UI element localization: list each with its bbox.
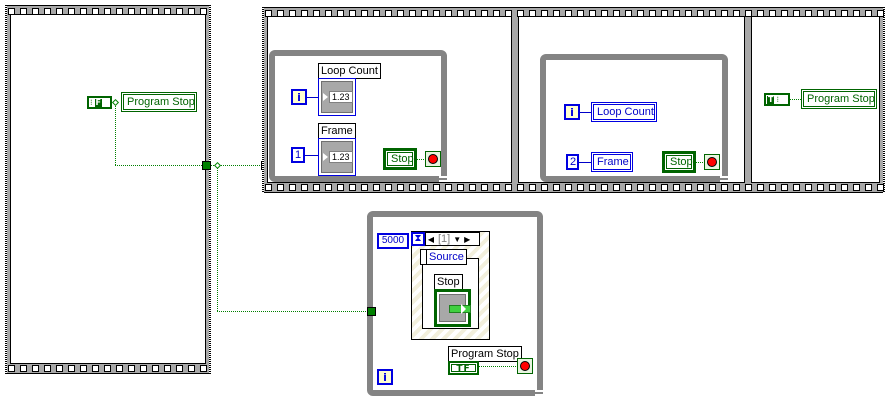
program-stop-local-variable[interactable]: Program Stop — [801, 89, 877, 109]
sequence-tunnel — [202, 161, 211, 170]
iteration-terminal: i — [564, 104, 580, 120]
numeric-wire — [579, 162, 591, 163]
frame-label: Frame — [318, 123, 356, 139]
frame-indicator[interactable]: 1.23 — [318, 138, 356, 176]
frame-local-variable[interactable]: Frame — [591, 152, 633, 172]
loop-stop-terminal[interactable] — [704, 154, 720, 170]
boolean-wire — [115, 106, 116, 165]
boolean-wire — [479, 366, 517, 367]
boolean-wire — [417, 159, 425, 160]
loop-tunnel — [367, 307, 376, 316]
program-stop-control[interactable]: TF — [448, 361, 479, 375]
event-case-selector[interactable]: ◀ [1] ▼ ▶ — [425, 232, 480, 246]
stop-button-control[interactable] — [434, 289, 471, 327]
true-constant[interactable]: T ⁝ — [764, 93, 790, 106]
stop-label: Stop — [434, 274, 463, 290]
boolean-wire — [790, 99, 801, 100]
stop-local-variable[interactable]: Stop — [383, 148, 417, 170]
false-constant[interactable]: ⁝ F — [87, 96, 112, 109]
iteration-terminal: i — [377, 369, 393, 385]
boolean-wire — [696, 162, 704, 163]
boolean-wire — [211, 165, 261, 166]
loop-count-indicator[interactable]: 1.23 — [318, 78, 356, 116]
increment-arrow-icon[interactable]: ▶ — [464, 234, 471, 244]
boolean-wire — [217, 311, 367, 312]
loop-count-label: Loop Count — [318, 63, 381, 79]
program-stop-label: Program Stop — [448, 346, 522, 362]
chevron-down-icon[interactable]: ▼ — [453, 234, 462, 244]
loop-count-local-variable[interactable]: Loop Count — [591, 102, 657, 122]
false-value: F — [94, 97, 103, 107]
numeric-wire — [580, 112, 591, 113]
decrement-arrow-icon[interactable]: ◀ — [427, 234, 435, 244]
boolean-wire — [115, 165, 203, 166]
boolean-wire — [217, 168, 218, 311]
numeric-wire — [305, 155, 318, 156]
left-sequence-frame[interactable] — [5, 5, 211, 374]
tf-icon: ⁝ — [90, 97, 93, 107]
loop-stop-terminal[interactable] — [425, 151, 441, 167]
event-data-node[interactable]: Source — [420, 249, 467, 265]
loop-stop-terminal[interactable] — [517, 358, 533, 374]
true-value: T — [767, 94, 775, 104]
program-stop-local-variable[interactable]: Program Stop — [121, 92, 197, 112]
hourglass-icon: ⧗ — [411, 232, 425, 246]
numeric-wire — [307, 97, 318, 98]
tf-icon: ⁝ — [776, 94, 780, 104]
stop-local-variable[interactable]: Stop — [662, 151, 696, 173]
frame-constant[interactable]: 2 — [566, 154, 579, 170]
iteration-terminal: i — [291, 89, 307, 105]
timeout-constant[interactable]: 5000 — [377, 233, 409, 249]
frame-constant[interactable]: 1 — [291, 147, 305, 163]
